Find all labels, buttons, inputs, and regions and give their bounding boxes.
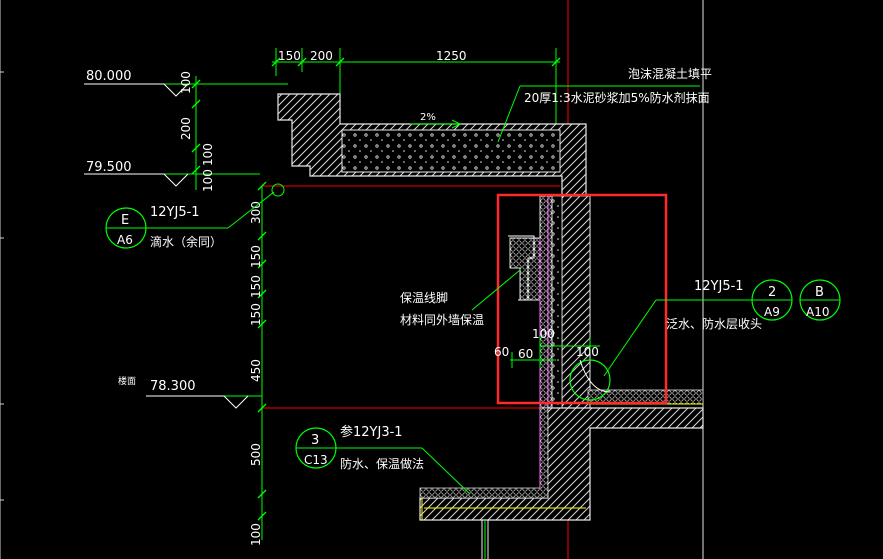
parapet-screed xyxy=(341,129,561,173)
floor-label: 楼面 xyxy=(118,375,136,387)
callout-3-ref: 参12YJ3-1 xyxy=(340,424,403,440)
callout-e-note: 滴水（余同） xyxy=(150,234,222,249)
flashing-detail-circle[interactable] xyxy=(569,359,611,401)
dim-v-100a: 100 xyxy=(179,71,193,94)
callout-2-bottom: A9 xyxy=(764,305,780,319)
wall-plaster-layer xyxy=(551,195,563,409)
elevation-80000: 80.000 xyxy=(84,69,189,97)
callout-2-top: 2 xyxy=(768,285,776,300)
top-dimension-chain: 150 200 1250 xyxy=(271,49,561,67)
main-vertical-dimensions: 300 150 150 150 450 500 100 xyxy=(249,181,267,546)
slab-insulation xyxy=(419,407,549,499)
note-insulation-1: 保温线脚 xyxy=(400,290,448,305)
insulation-note: 保温线脚 材料同外墙保温 xyxy=(400,269,521,327)
callout-e-top: E xyxy=(121,213,129,228)
highlight-box[interactable] xyxy=(496,193,668,405)
callout-b-bottom: A10 xyxy=(806,305,829,319)
dim-small-100b: 100 xyxy=(576,345,599,359)
note-foam-concrete: 泡沫混凝土填平 xyxy=(628,66,712,81)
note-mortar: 20厚1:3水泥砂浆加5%防水剂抹面 xyxy=(524,90,710,105)
callout-b-top: B xyxy=(815,285,824,300)
small-dims: 60 60 100 100 xyxy=(494,327,600,368)
slab-concrete xyxy=(419,407,704,521)
callout-3-bottom: C13 xyxy=(304,453,328,467)
drip-marker xyxy=(271,183,285,197)
callout-3-top: 3 xyxy=(311,433,319,448)
callout-e-a6[interactable]: E A6 12YJ5-1 滴水（余同） xyxy=(105,191,275,249)
dim-v-100d: 100 xyxy=(249,523,263,546)
dim-small-60a: 60 xyxy=(494,345,509,359)
callout-3-note: 防水、保温做法 xyxy=(340,456,424,471)
green-extension-lines xyxy=(164,48,557,397)
dim-v-150c: 150 xyxy=(249,303,263,326)
dim-v-450: 450 xyxy=(249,359,263,382)
dim-small-100a: 100 xyxy=(532,327,555,341)
callout-3-c13[interactable]: 3 C13 参12YJ3-1 防水、保温做法 xyxy=(295,424,471,495)
dim-v-150b: 150 xyxy=(249,275,263,298)
callout-b-note: 泛水、防水层收头 xyxy=(666,316,762,331)
callout-b-ref: 12YJ5-1 xyxy=(694,279,744,294)
dim-top-150: 150 xyxy=(278,49,301,63)
insulation-layer xyxy=(509,195,553,409)
note-insulation-2: 材料同外墙保温 xyxy=(400,313,484,327)
dim-small-60b: 60 xyxy=(518,347,533,361)
exterior-wall-concrete xyxy=(561,195,591,411)
top-notes: 泡沫混凝土填平 20厚1:3水泥砂浆加5%防水剂抹面 2% xyxy=(410,66,712,143)
dim-v-150a: 150 xyxy=(249,245,263,268)
left-frame-ticks xyxy=(0,0,4,559)
elevation-label-1: 80.000 xyxy=(86,69,132,84)
callout-e-ref: 12YJ5-1 xyxy=(150,205,200,220)
insulation-profile xyxy=(508,235,535,301)
slope-label: 2% xyxy=(420,112,436,123)
callout-e-bottom: A6 xyxy=(117,233,133,247)
dim-v-100c: 100 xyxy=(201,169,215,192)
flashing-curve xyxy=(579,359,611,393)
dim-top-1250: 1250 xyxy=(436,49,467,63)
callout-b-a10[interactable]: B A10 12YJ5-1 泛水、防水层收头 xyxy=(603,279,841,377)
dim-top-200: 200 xyxy=(310,49,333,63)
upper-vertical-dimensions: 100 200 100 100 xyxy=(179,71,215,192)
dim-v-100b: 100 xyxy=(201,143,215,166)
dim-v-300: 300 xyxy=(249,201,263,224)
elevation-label-2: 79.500 xyxy=(86,160,132,175)
elevation-79500: 79.500 xyxy=(84,160,189,187)
dim-v-200: 200 xyxy=(179,117,193,140)
elevation-78300: 78.300 楼面 xyxy=(118,375,249,409)
column-below xyxy=(481,520,489,559)
dim-v-500: 500 xyxy=(249,443,263,466)
elevation-label-3: 78.300 xyxy=(150,379,196,394)
callout-2-a9[interactable]: 2 A9 xyxy=(751,279,793,321)
